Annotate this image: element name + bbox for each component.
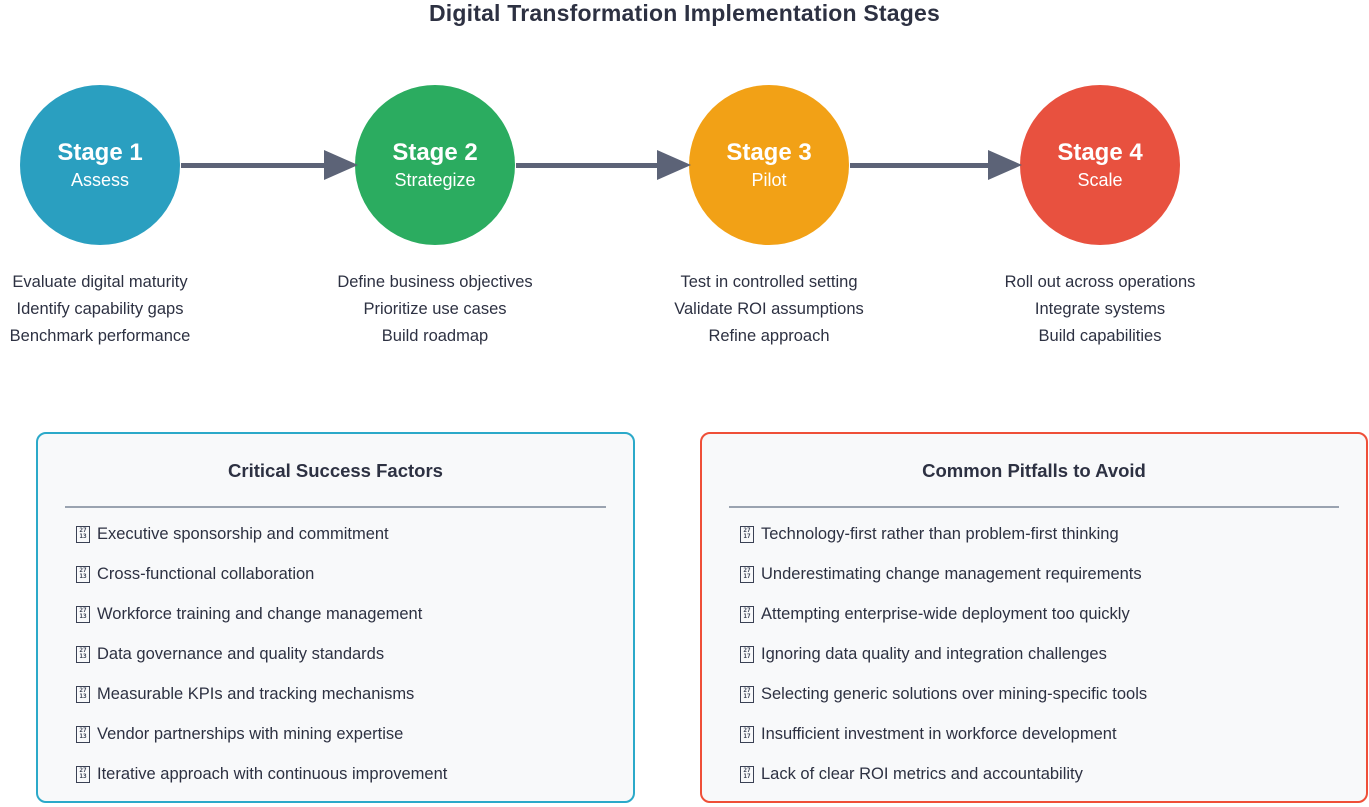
list-item-text: Insufficient investment in workforce dev… xyxy=(761,725,1117,743)
detail-line: Test in controlled setting xyxy=(680,273,858,291)
success-panel-title: Critical Success Factors xyxy=(228,460,443,481)
arrow-stage3-to-stage4 xyxy=(850,150,1022,180)
stage-4-name: Stage 4 xyxy=(1057,139,1143,166)
stage-2-label: Strategize xyxy=(394,170,476,190)
detail-line: Validate ROI assumptions xyxy=(674,300,864,318)
detail-line: Build capabilities xyxy=(1038,327,1162,345)
arrow-head-icon xyxy=(657,150,691,180)
detail-line: Build roadmap xyxy=(381,327,489,345)
list-item-text: Underestimating change management requir… xyxy=(761,565,1142,583)
detail-line: Roll out across operations xyxy=(1004,273,1196,291)
stage-3-label: Pilot xyxy=(751,170,787,190)
list-item-text: Cross-functional collaboration xyxy=(97,565,315,583)
arrow-head-icon xyxy=(324,150,358,180)
detail-line: Integrate systems xyxy=(1034,300,1166,318)
stage-1-label: Assess xyxy=(70,170,130,190)
stage-3-name: Stage 3 xyxy=(726,139,812,166)
list-item-text: Ignoring data quality and integration ch… xyxy=(761,645,1107,663)
divider xyxy=(65,506,606,508)
list-item-text: Vendor partnerships with mining expertis… xyxy=(97,725,404,743)
detail-line: Identify capability gaps xyxy=(16,300,184,318)
arrow-line xyxy=(850,163,992,168)
stage-3-circle: Stage 3 Pilot xyxy=(689,85,849,245)
arrow-head-icon xyxy=(988,150,1022,180)
list-item-text: Selecting generic solutions over mining-… xyxy=(761,685,1148,703)
list-item-text: Executive sponsorship and commitment xyxy=(97,525,389,543)
stage-1-name: Stage 1 xyxy=(57,139,143,166)
stage-1-details: Evaluate digital maturity Identify capab… xyxy=(0,269,270,350)
stage-1-circle: Stage 1 Assess xyxy=(20,85,180,245)
list-item-text: Attempting enterprise-wide deployment to… xyxy=(761,605,1130,623)
stage-4-circle: Stage 4 Scale xyxy=(1020,85,1180,245)
list-item-text: Technology-first rather than problem-fir… xyxy=(761,525,1119,543)
detail-line: Benchmark performance xyxy=(9,327,191,345)
list-item-text: Iterative approach with continuous impro… xyxy=(97,765,448,783)
list-item-text: Workforce training and change management xyxy=(97,605,423,623)
stage-4-details: Roll out across operations Integrate sys… xyxy=(930,269,1270,350)
detail-line: Refine approach xyxy=(708,327,830,345)
detail-line: Define business objectives xyxy=(337,273,533,291)
page-title: Digital Transformation Implementation St… xyxy=(428,0,941,26)
detail-line: Prioritize use cases xyxy=(363,300,507,318)
detail-line: Evaluate digital maturity xyxy=(12,273,188,291)
stage-3-details: Test in controlled setting Validate ROI … xyxy=(599,269,939,350)
arrow-line xyxy=(181,163,328,168)
arrow-stage2-to-stage3 xyxy=(516,150,691,180)
stage-4-label: Scale xyxy=(1077,170,1123,190)
list-item-text: Measurable KPIs and tracking mechanisms xyxy=(97,685,415,703)
stage-2-name: Stage 2 xyxy=(392,139,478,166)
stage-2-circle: Stage 2 Strategize xyxy=(355,85,515,245)
divider xyxy=(729,506,1339,508)
list-item-text: Data governance and quality standards xyxy=(97,645,385,663)
pitfalls-panel-title: Common Pitfalls to Avoid xyxy=(922,460,1146,481)
arrow-stage1-to-stage2 xyxy=(181,150,358,180)
list-item-text: Lack of clear ROI metrics and accountabi… xyxy=(761,765,1083,783)
arrow-line xyxy=(516,163,661,168)
stage-2-details: Define business objectives Prioritize us… xyxy=(265,269,605,350)
